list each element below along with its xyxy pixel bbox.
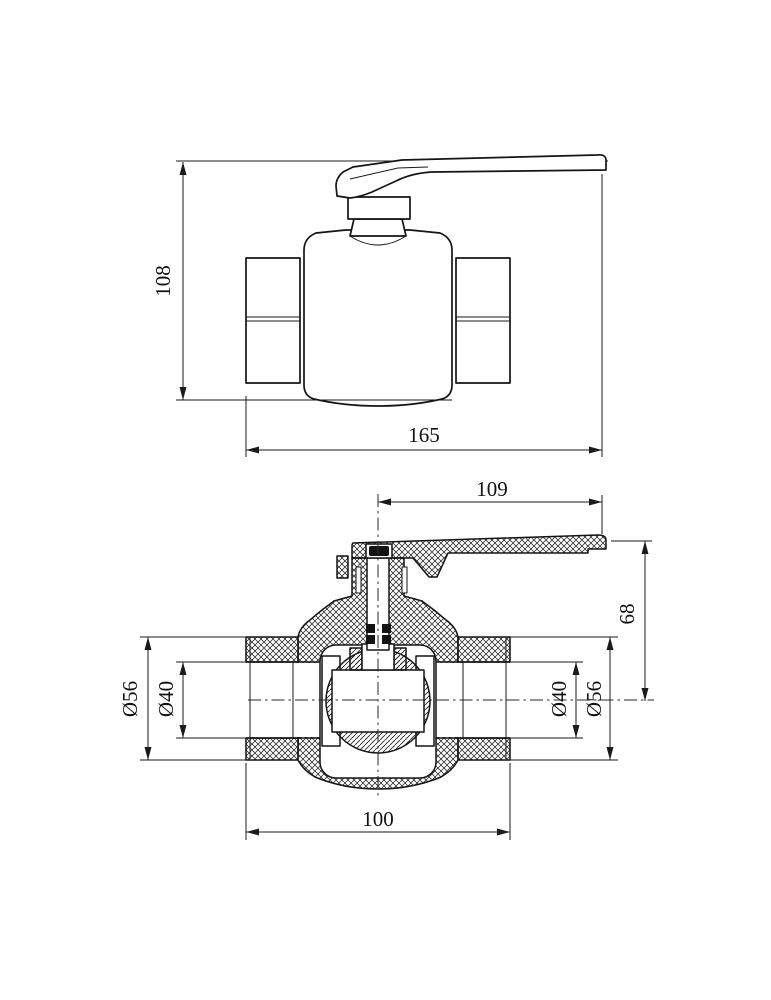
- dimension-dia56-right: Ø56: [510, 636, 618, 761]
- left-port-wall-top: [245, 636, 299, 663]
- stem-seal: [366, 624, 375, 633]
- dim-bore-dia-right-label: Ø40: [547, 681, 571, 717]
- dim-length-label: 165: [408, 423, 440, 447]
- stem-seal: [382, 624, 391, 633]
- section-view: 109 68 Ø56 Ø40: [118, 477, 654, 840]
- dimension-100: 100: [245, 763, 511, 840]
- handle-side: [335, 153, 607, 199]
- valve-neck-side: [349, 218, 407, 237]
- right-port-wall-bottom: [457, 737, 511, 761]
- right-port-wall-top: [457, 636, 511, 663]
- bonnet-slot-right: [401, 566, 408, 594]
- handle-left-prong: [336, 555, 349, 579]
- dimension-dia40-right: Ø40: [510, 661, 583, 739]
- ball-top-right-hatch: [393, 647, 407, 671]
- stem-seal: [366, 635, 375, 644]
- ball-top-left-hatch: [349, 647, 363, 671]
- bonnet-slot-left: [355, 566, 362, 594]
- stem-top-nut: [369, 546, 389, 556]
- left-port-wall-bottom: [245, 737, 299, 761]
- valve-body-side: [303, 229, 453, 407]
- dim-handle-height-label: 68: [615, 604, 639, 625]
- stem-cap-side: [347, 196, 411, 220]
- dimension-109: 109: [378, 477, 603, 534]
- dim-body-length-label: 100: [362, 807, 394, 831]
- dim-bore-dia-left-label: Ø40: [154, 681, 178, 717]
- dimension-165: 165: [245, 174, 603, 457]
- dimension-68: 68: [611, 540, 652, 701]
- dim-height-label: 108: [151, 265, 175, 297]
- handle-section: [351, 534, 607, 578]
- dim-handle-length-label: 109: [476, 477, 508, 501]
- dimension-dia56-left: Ø56: [118, 636, 246, 761]
- dimension-dia40-left: Ø40: [154, 661, 246, 739]
- dim-outer-dia-right-label: Ø56: [582, 681, 606, 717]
- neck-saddle-line: [349, 235, 407, 246]
- handle-grip-crease: [349, 166, 429, 180]
- dimension-108: 108: [151, 162, 452, 401]
- stem-seal: [382, 635, 391, 644]
- dim-outer-dia-left-label: Ø56: [118, 681, 142, 717]
- side-view: 108 165: [151, 153, 608, 457]
